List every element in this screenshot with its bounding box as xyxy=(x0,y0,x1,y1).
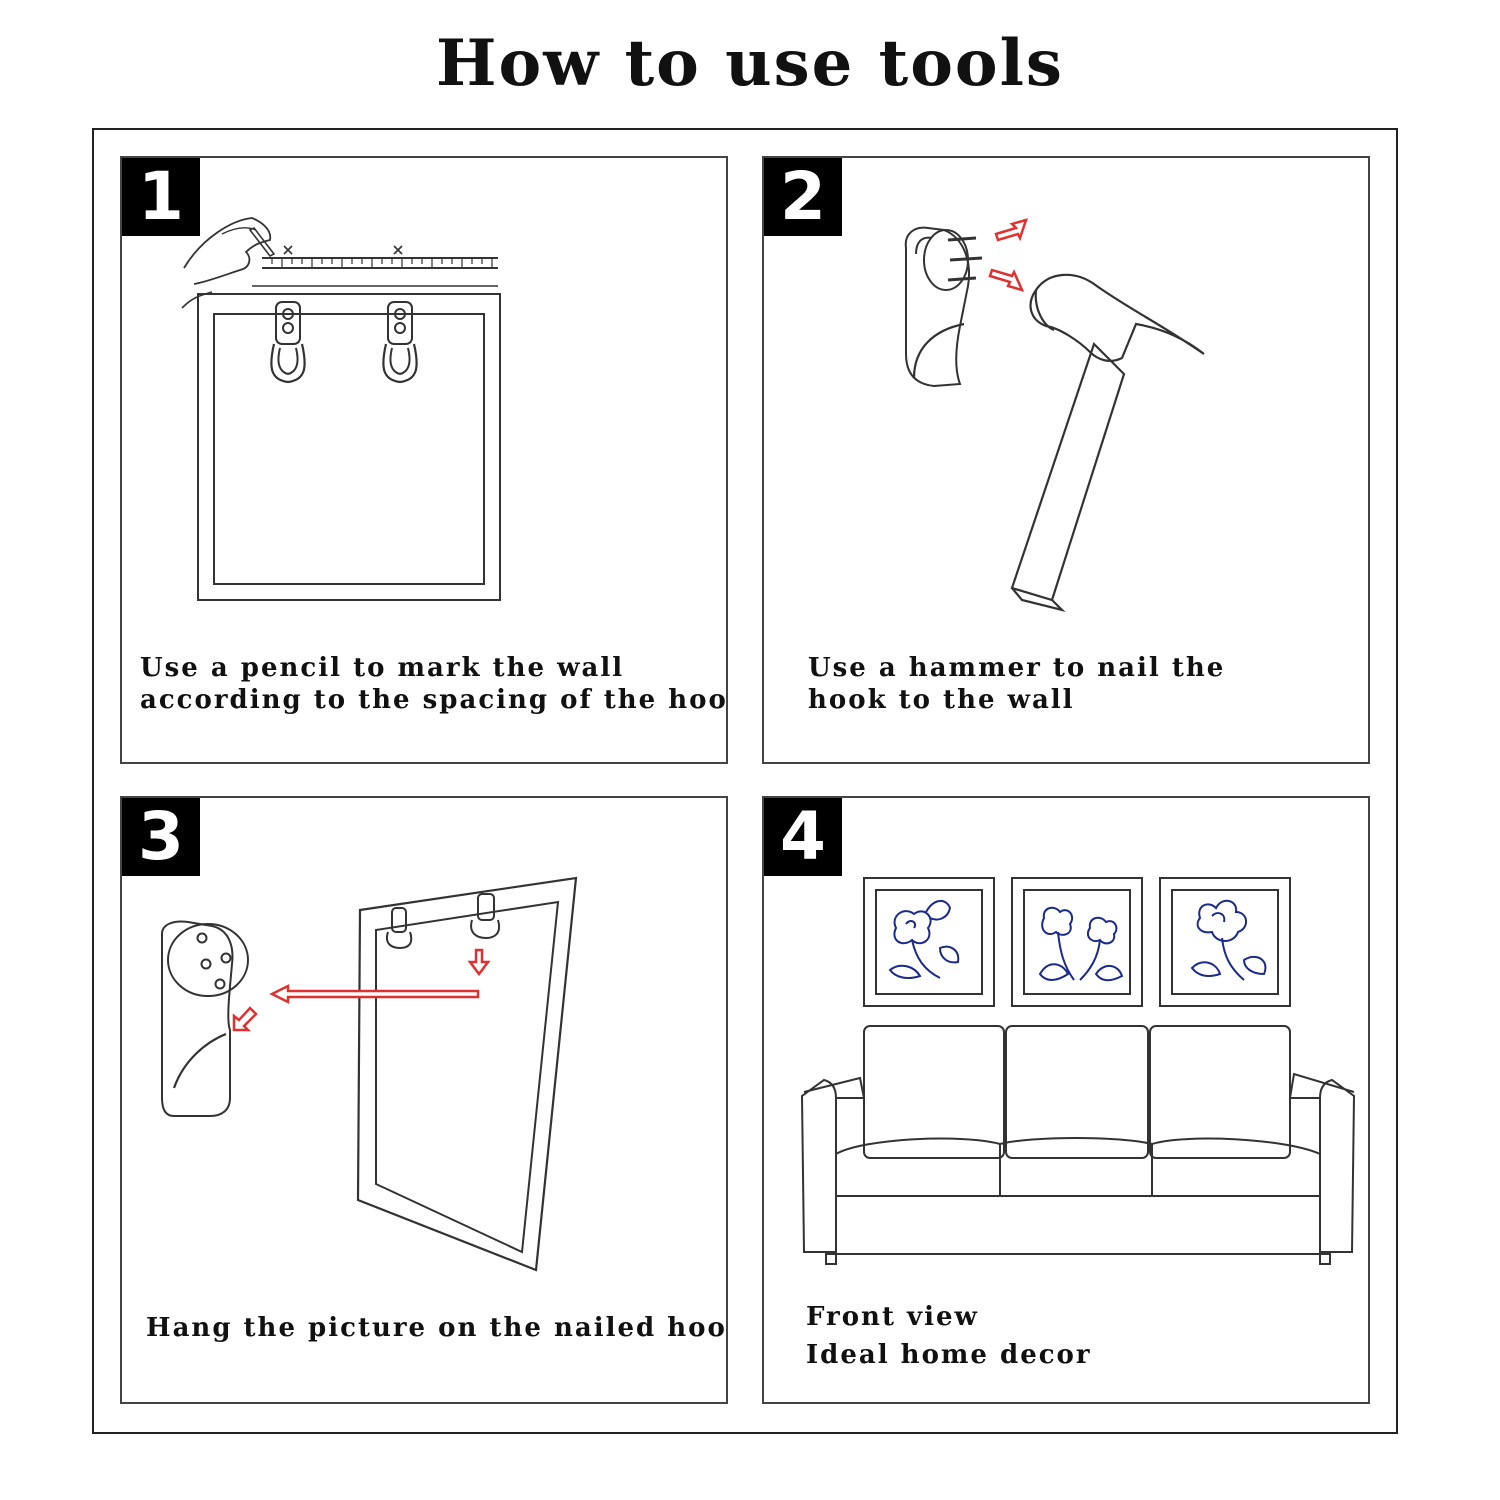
step-3-caption: Hang the picture on the nailed hook xyxy=(146,1313,728,1343)
step-3-badge: 3 xyxy=(122,798,200,876)
step-4-panel: 4 xyxy=(762,796,1370,1404)
step-1-caption: Use a pencil to mark the wall according … xyxy=(140,653,728,715)
pencil-marking-illustration xyxy=(181,217,501,601)
step-2-badge: 2 xyxy=(764,158,842,236)
sofa-front-view-illustration xyxy=(800,877,1356,1265)
outer-frame xyxy=(92,128,1398,1434)
flower-icon xyxy=(888,899,1267,982)
ruler-ticks xyxy=(271,258,493,268)
step-3-panel: 3 Hang the pi xyxy=(120,796,728,1404)
step-4-badge: 4 xyxy=(764,798,842,876)
page-title: How to use tools xyxy=(436,26,1064,101)
arrow-icon xyxy=(232,948,491,1032)
arrow-icon xyxy=(988,218,1028,292)
hanging-picture-illustration xyxy=(161,876,578,1272)
hammer-nailing-illustration xyxy=(904,218,1205,613)
step-1-badge: 1 xyxy=(122,158,200,236)
step-1-panel: 1 xyxy=(120,156,728,764)
step-4-caption: Front view Ideal home decor xyxy=(806,1302,1092,1370)
step-2-caption: Use a hammer to nail the hook to the wal… xyxy=(808,653,1226,715)
step-2-panel: 2 Use a hammer to nail the hook xyxy=(762,156,1370,764)
hammer-icon xyxy=(1010,273,1205,613)
sofa-icon xyxy=(800,1025,1356,1265)
